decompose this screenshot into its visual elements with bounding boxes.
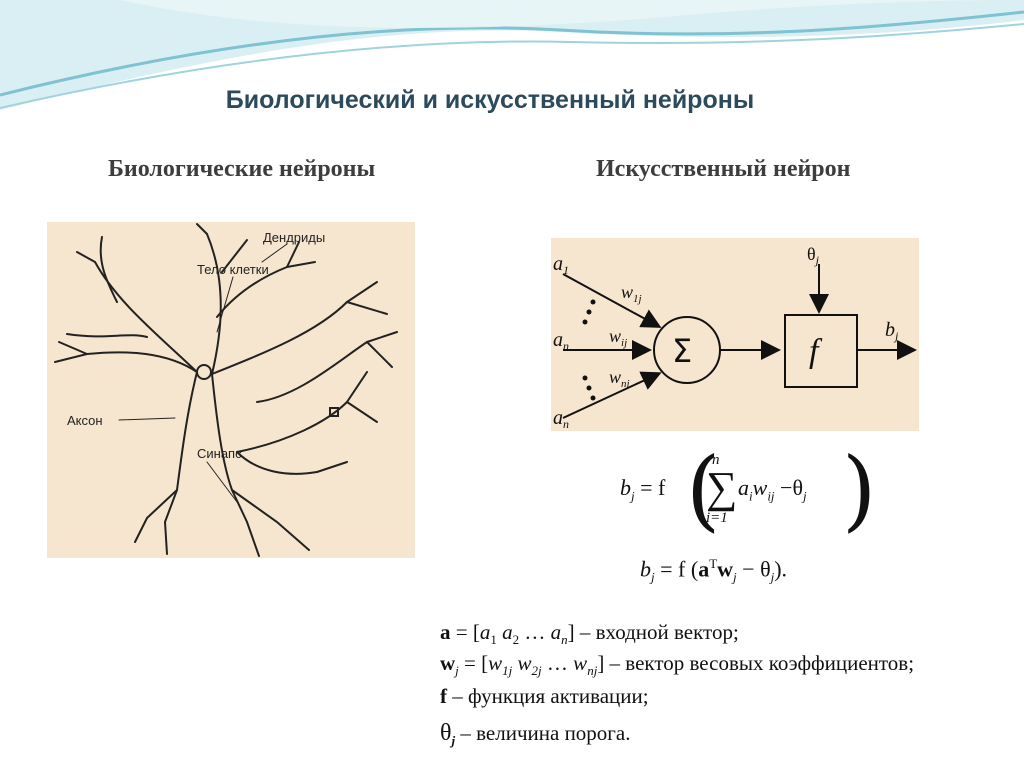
legend1-a1: a — [479, 620, 491, 644]
f1-lhs-sub: j — [631, 488, 635, 504]
svg-text:wij: wij — [609, 326, 627, 349]
artificial-neuron-drawing: a1 an an w1j wij wnj θj bj f Σ — [553, 244, 917, 431]
legend3-bold: f — [440, 684, 447, 708]
legend2-w1s: 1j — [502, 663, 513, 679]
weight-wij-sub: ij — [621, 337, 627, 349]
legend4-rest: – величина порога. — [455, 721, 631, 745]
f1-minus-sub: j — [803, 488, 807, 504]
legend-input-vector: a = [a1 a2 … an] – входной вектор; — [440, 620, 739, 648]
legend2-w2: w — [512, 651, 532, 675]
svg-text:an: an — [553, 407, 569, 431]
f2-a: a — [698, 556, 710, 582]
input-an-bottom: a — [553, 407, 563, 429]
label-synapse: Синапс — [197, 446, 242, 461]
f1-w: w — [752, 475, 768, 500]
legend2-a: = [ — [458, 651, 489, 675]
legend1-dots: … — [519, 620, 551, 644]
slide-title: Биологический и искусственный нейроны — [225, 86, 755, 114]
legend1-b: ] – входной вектор; — [567, 620, 739, 644]
legend2-wns: nj — [587, 663, 598, 679]
f2-minus: − θ — [736, 556, 771, 582]
legend4-sub: j — [451, 733, 456, 749]
legend2-b: ] – вектор весовых коэффициентов; — [597, 651, 915, 675]
input-an: a — [553, 329, 563, 351]
header-wave-decoration — [0, 0, 1024, 110]
formula-vector: bj = f (aTwj − θj). — [640, 556, 787, 586]
legend1-a2s: 2 — [512, 632, 520, 648]
f1-sigma: ∑ — [706, 463, 738, 512]
heading-biological: Биологические нейроны — [108, 156, 376, 182]
input-an-sub: n — [563, 339, 569, 353]
f1-term-sub: i — [749, 488, 753, 504]
biological-neuron-figure: Дендриды Тело клетки Аксон Синапс — [47, 222, 415, 558]
legend3-rest: – функция активации; — [447, 684, 649, 708]
input-a1: a — [553, 253, 563, 275]
threshold-sub: j — [814, 253, 820, 267]
biological-neuron-drawing: Дендриды Тело клетки Аксон Синапс — [54, 223, 398, 557]
weight-wnj-sub: nj — [621, 378, 630, 390]
f1-lhs: b — [620, 475, 631, 500]
output-sub: j — [893, 329, 899, 343]
f2-sup: T — [709, 556, 718, 571]
f2-eq: = f ( — [660, 556, 699, 582]
artificial-neuron-figure: a1 an an w1j wij wnj θj bj f Σ — [551, 238, 919, 431]
legend-threshold: θj – величина порога. — [440, 720, 631, 749]
f1-w-sub: ij — [767, 488, 775, 504]
svg-text:a1: a1 — [553, 253, 569, 277]
f2-w-sub: j — [733, 569, 737, 585]
f2-tail: ). — [774, 556, 788, 582]
f2-lhs-sub: j — [651, 569, 655, 585]
legend2-bold: w — [440, 651, 456, 675]
svg-text:w1j: w1j — [621, 282, 642, 305]
input-an-bottom-sub: n — [563, 417, 569, 431]
weight-wnj: w — [609, 367, 621, 387]
legend-activation: f – функция активации; — [440, 684, 649, 709]
weight-w1j-sub: 1j — [633, 293, 642, 305]
svg-text:bj: bj — [885, 319, 899, 343]
svg-text:wnj: wnj — [609, 367, 630, 390]
svg-text:an: an — [553, 329, 569, 353]
label-axon: Аксон — [67, 413, 103, 428]
f1-lower: i=1 — [706, 510, 728, 526]
output-b: b — [885, 319, 895, 341]
legend4-sym: θ — [440, 720, 452, 746]
legend1-ans: n — [561, 632, 568, 648]
legend2-w2s: 2j — [531, 663, 542, 679]
f2-minus-sub: j — [770, 569, 775, 585]
f1-upper: n — [712, 452, 720, 468]
input-a1-sub: 1 — [563, 263, 569, 277]
svg-text:θj: θj — [807, 244, 820, 267]
f1-left-paren: ( — [686, 438, 721, 541]
f1-eq: = f — [640, 475, 666, 500]
legend1-an: a — [550, 620, 562, 644]
weight-w1j: w — [621, 282, 633, 302]
legend2-wn: w — [573, 651, 588, 675]
f1-right-paren: ) — [842, 438, 877, 541]
legend1-a: = [ — [450, 620, 480, 644]
sum-sigma-symbol: Σ — [672, 332, 692, 370]
f2-lhs: b — [640, 556, 651, 582]
legend1-bold: a — [440, 620, 451, 644]
legend1-a2: a — [496, 620, 513, 644]
weight-wij: w — [609, 326, 621, 346]
f1-minus: −θ — [780, 475, 803, 500]
legend2-bold-sub: j — [455, 663, 459, 679]
heading-artificial: Искусственный нейрон — [596, 156, 851, 182]
label-dendrites: Дендриды — [263, 230, 325, 245]
label-cell-body: Тело клетки — [197, 262, 269, 277]
threshold-theta: θ — [807, 244, 816, 264]
legend2-w1: w — [488, 651, 503, 675]
legend2-dots: … — [541, 651, 574, 675]
f1-term: a — [738, 475, 749, 500]
legend-weight-vector: wj = [w1j w2j … wnj] – вектор весовых ко… — [440, 651, 914, 679]
legend1-a1s: 1 — [490, 632, 497, 648]
f2-w: w — [717, 556, 734, 582]
